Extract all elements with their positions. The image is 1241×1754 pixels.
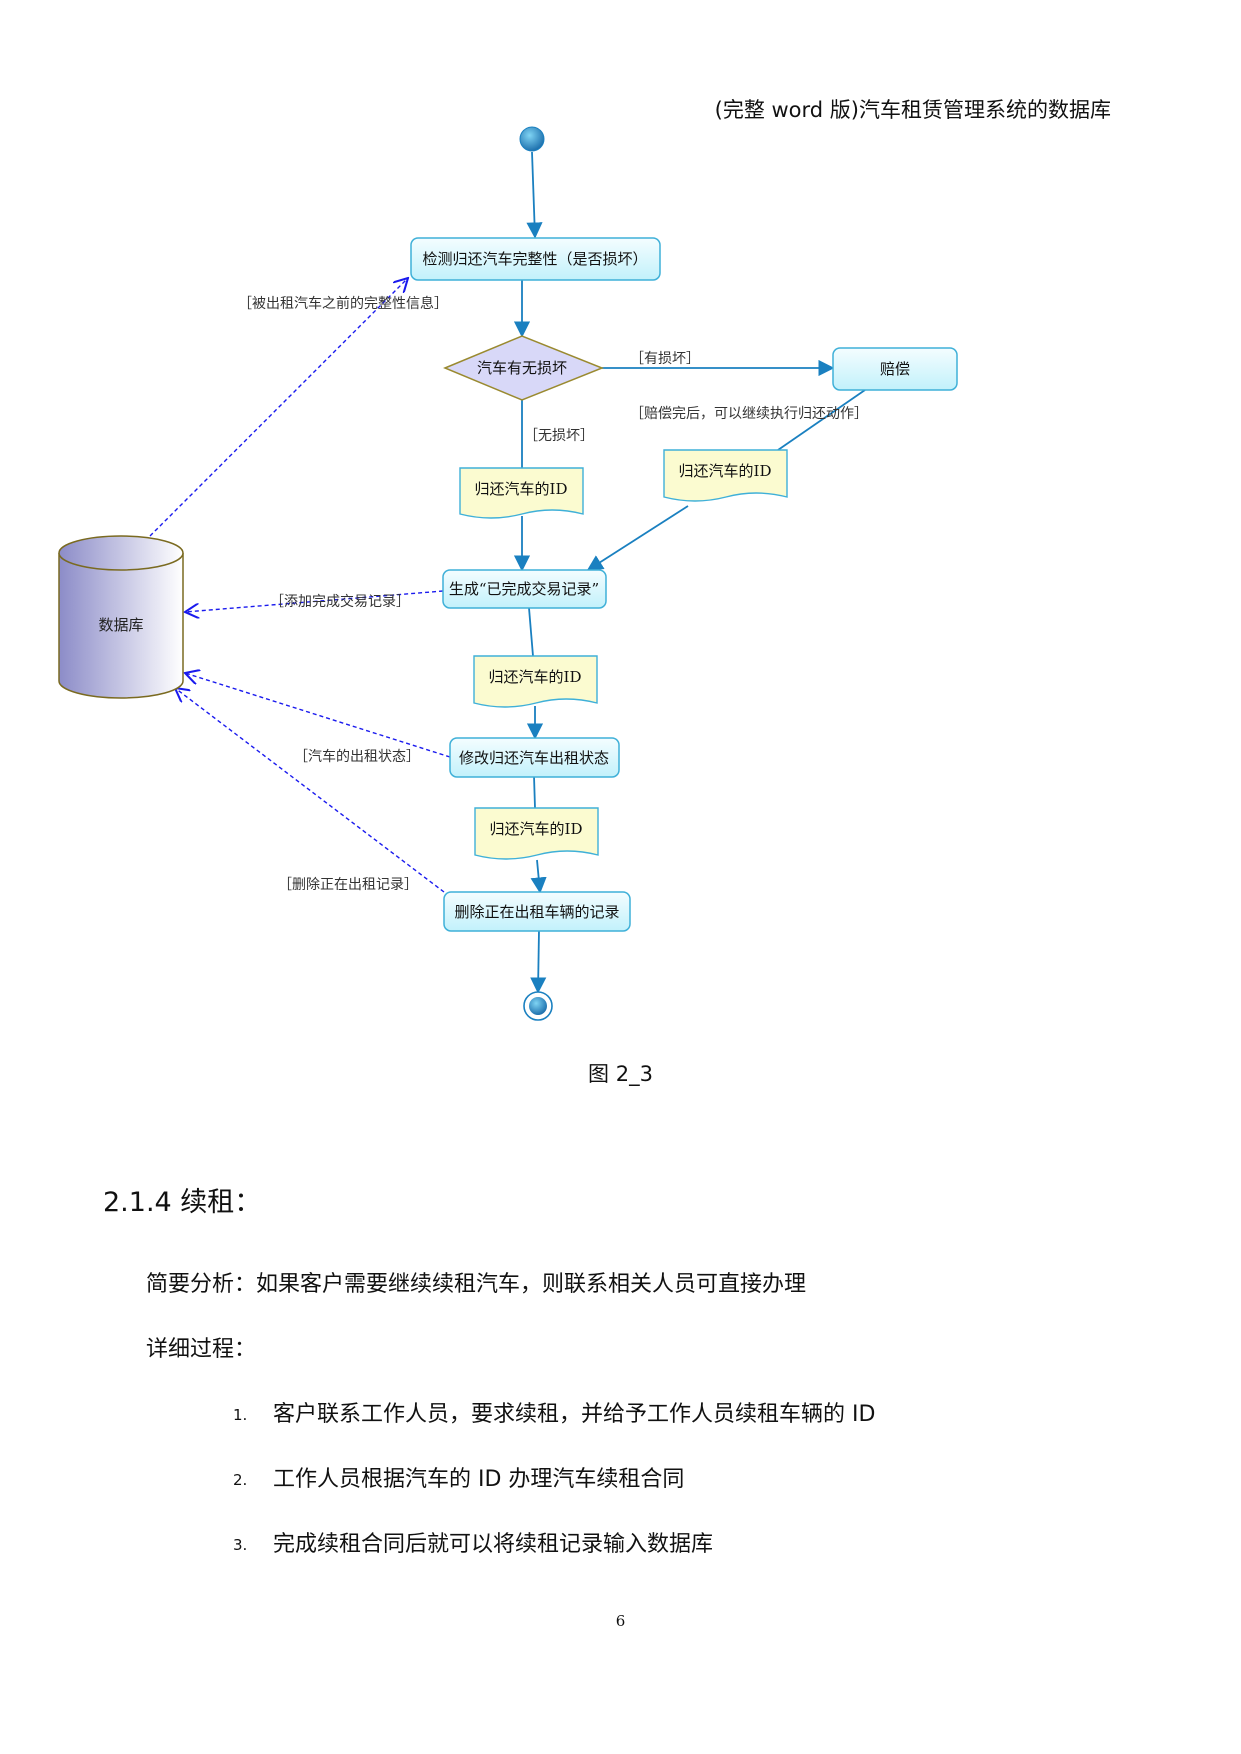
list-item: 3. 完成续租合同后就可以将续租记录输入数据库 [233,1526,713,1558]
final-node [523,991,553,1021]
flow-start-to-check [526,151,543,239]
dashed-delete-to-db [175,688,445,893]
note-return-id-3-label: 归还汽车的ID [489,668,582,686]
guard-integrity-info: ［被出租汽车之前的完整性信息］ [238,295,448,312]
list-item: 1. 客户联系工作人员，要求续租，并给予工作人员续租车辆的 ID [233,1396,875,1428]
flow-delete-to-final [530,929,547,994]
guard-add-record: ［添加完成交易记录］ [270,593,410,610]
list-item-number: 3. [233,1536,248,1554]
list-item-text: 客户联系工作人员，要求续租，并给予工作人员续租车辆的 ID [273,1402,876,1427]
guard-damaged: ［有损坏］ [630,351,700,367]
section-title: 2.1.4 续租： [103,1187,262,1218]
note-return-id-4: 归还汽车的ID [474,807,599,860]
dashed-db-to-check [149,278,408,537]
list-item: 2. 工作人员根据汽车的 ID 办理汽车续租合同 [233,1461,684,1493]
note-return-id-1: 归还汽车的ID [459,467,584,519]
flow-modify-to-note4 [533,775,536,809]
summary-paragraph: 简要分析：如果客户需要继续续租汽车，则联系相关人员可直接办理 [146,1272,807,1297]
page-header-title: (完整 word 版)汽车租赁管理系统的数据库 [714,98,1111,122]
note-return-id-2: 归还汽车的ID [663,449,788,502]
initial-node [519,126,545,152]
action-check-integrity: 检测归还汽车完整性（是否损坏） [410,237,661,281]
flow-note4-to-delete [530,859,547,894]
decision-damaged: 汽车有无损坏 [443,335,605,401]
list-item-number: 1. [233,1406,248,1424]
dashed-modify-to-db [185,673,451,758]
detail-label: 详细过程： [146,1337,257,1362]
object-flows [149,278,451,893]
activity-diagram: 数据库 检测归还汽车完整性（是否损坏） 汽车有无损坏 赔偿 归还汽车的ID 归还… [58,126,958,1021]
action-delete-label: 删除正在出租车辆的记录 [454,903,619,921]
action-compensate: 赔偿 [832,347,958,391]
database-cylinder: 数据库 [58,535,184,699]
figure-caption: 图 2_3 [588,1062,653,1086]
flow-generate-to-note3 [528,607,534,657]
action-delete-record: 删除正在出租车辆的记录 [443,891,631,932]
guard-not-damaged: ［无损坏］ [524,428,594,444]
dashed-generate-to-db [185,590,444,612]
action-modify-status: 修改归还汽车出租状态 [449,737,620,778]
page-number: 6 [615,1612,626,1630]
note-return-id-1-label: 归还汽车的ID [475,480,568,498]
action-compensate-label: 赔偿 [880,360,910,378]
action-generate-record: 生成“已完成交易记录” [442,569,607,609]
guard-delete-record: ［删除正在出租记录］ [278,877,418,893]
flow-compensate-to-note2 [777,389,866,451]
flow-note2-to-generate [586,505,689,571]
note-return-id-3: 归还汽车的ID [473,655,598,708]
database-label: 数据库 [98,616,143,634]
decision-label: 汽车有无损坏 [477,359,567,377]
list-item-text: 完成续租合同后就可以将续租记录输入数据库 [273,1532,714,1557]
note-return-id-2-label: 归还汽车的ID [679,462,772,480]
list-item-number: 2. [233,1471,248,1489]
control-flows [513,151,866,994]
list-item-text: 工作人员根据汽车的 ID 办理汽车续租合同 [273,1467,685,1492]
action-generate-label: 生成“已完成交易记录” [449,580,599,598]
note-return-id-4-label: 归还汽车的ID [490,820,583,838]
action-modify-label: 修改归还汽车出租状态 [459,749,609,767]
guard-labels: ［被出租汽车之前的完整性信息］ ［有损坏］ ［赔偿完后，可以继续执行归还动作］ … [238,295,868,893]
guard-rent-status: ［汽车的出租状态］ [294,748,420,765]
action-check-label: 检测归还汽车完整性（是否损坏） [422,250,647,268]
guard-after-compensation: ［赔偿完后，可以继续执行归还动作］ [630,405,868,422]
